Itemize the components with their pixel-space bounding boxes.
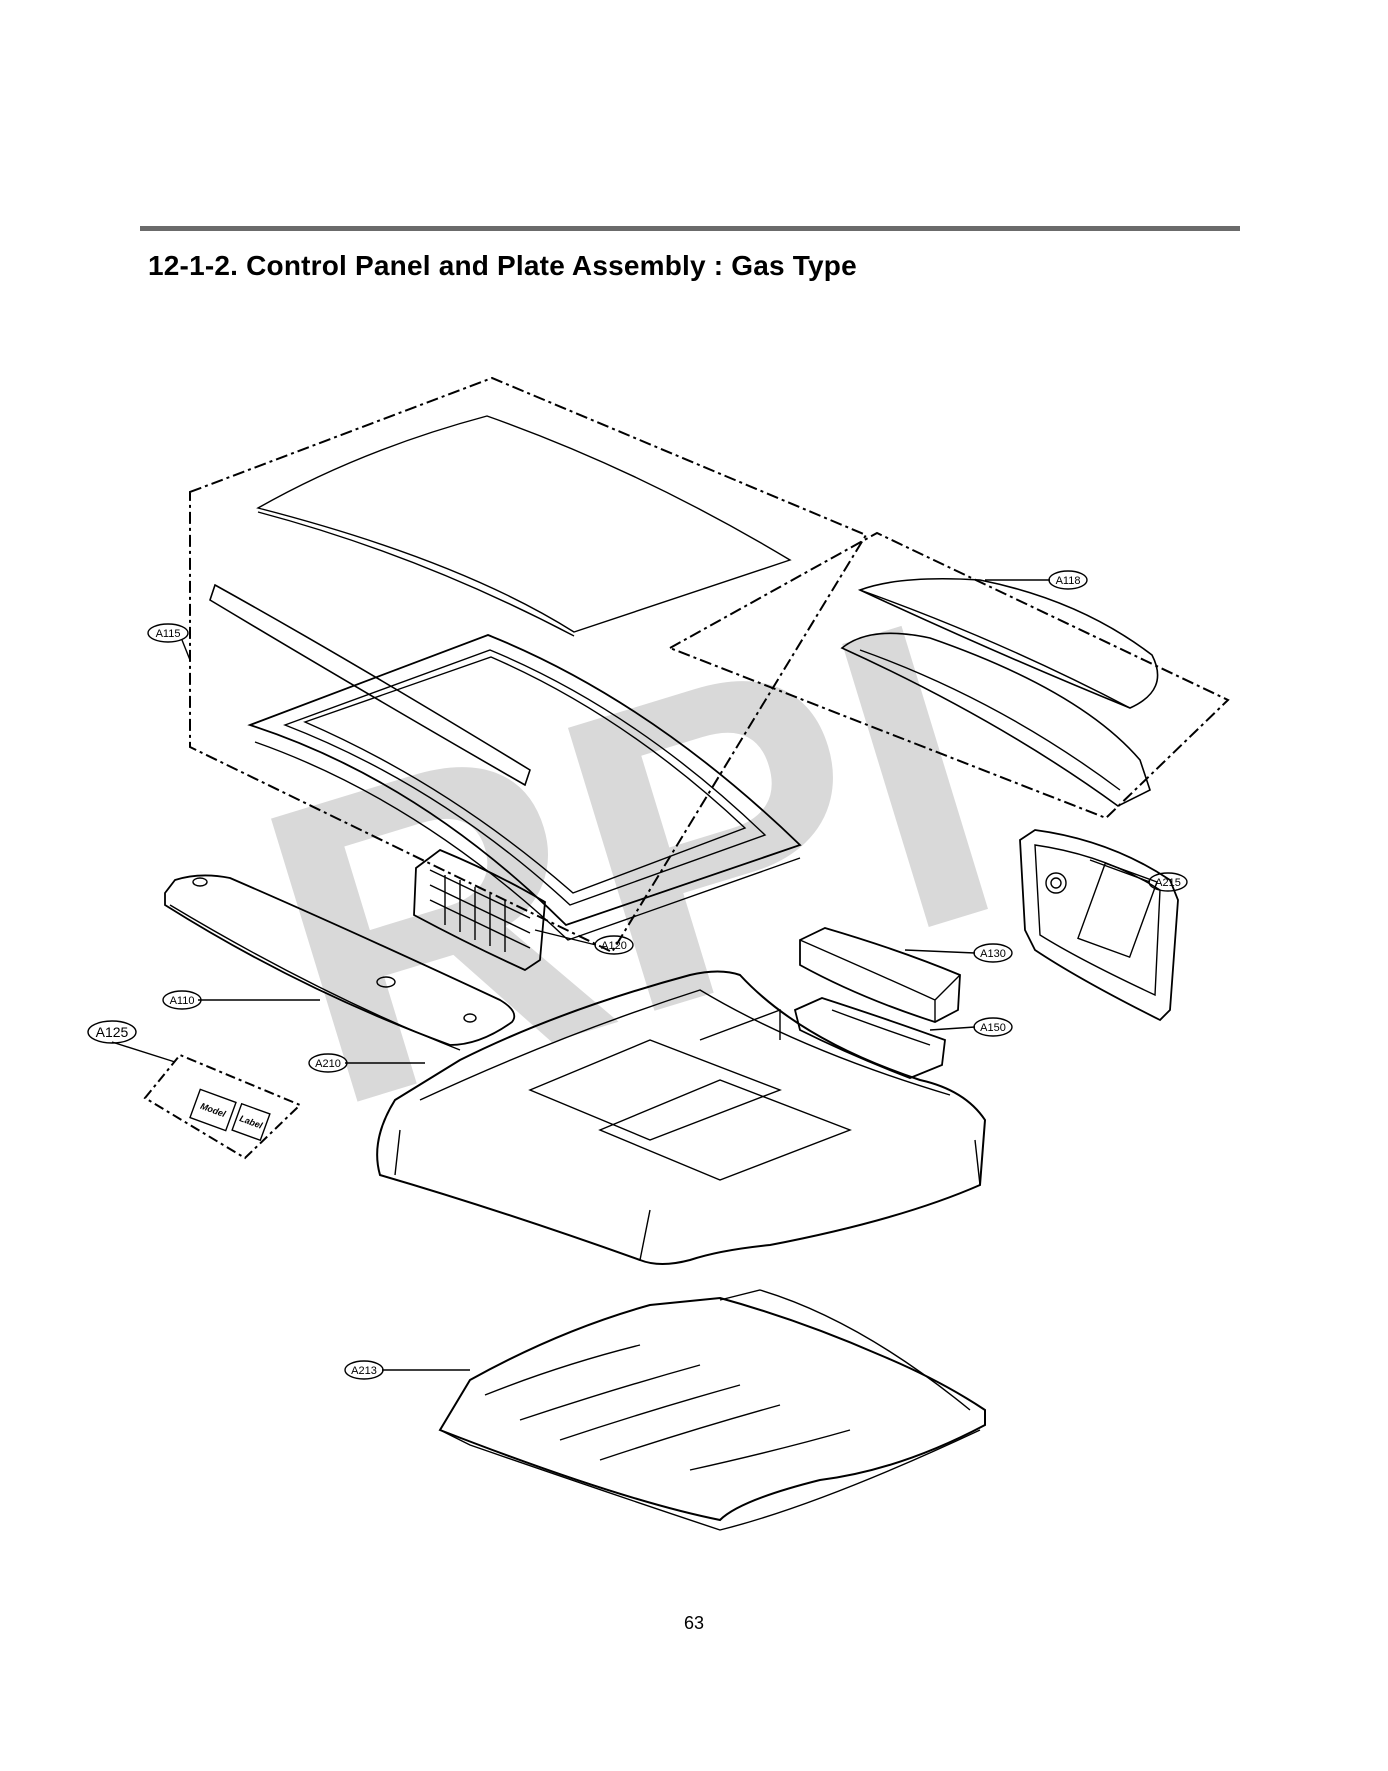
- callout-a213: [344, 1360, 384, 1380]
- callout-a110-text: A110: [170, 995, 195, 1007]
- callout-a210: [308, 1053, 348, 1073]
- callout-a125-text: A125: [96, 1024, 129, 1040]
- group-a125-boundary: [143, 1053, 302, 1160]
- glass-lid-sheet: [256, 415, 792, 633]
- label-sticker: [231, 1102, 271, 1142]
- page-number: 63: [683, 1613, 705, 1633]
- callout-a120-text: A120: [601, 940, 627, 952]
- leader-a130: [904, 949, 976, 954]
- callout-a213-text: A213: [351, 1365, 377, 1377]
- control-panel-cover-edge: [859, 589, 1131, 709]
- watermark: RPI: [217, 529, 1043, 1198]
- control-panel-frame-inner: [859, 649, 1121, 791]
- control-panel-front-edge: [169, 904, 461, 1051]
- control-panel-cover: [857, 577, 1159, 709]
- door-frame-inner: [283, 649, 767, 906]
- callout-a120: [594, 935, 634, 955]
- callout-a115: [147, 623, 189, 643]
- pcb-case: [793, 997, 946, 1079]
- callout-a125: [87, 1020, 137, 1044]
- leader-a115: [181, 639, 191, 661]
- rear-panel-inner: [1034, 844, 1161, 997]
- callout-a110: [162, 990, 202, 1010]
- rear-panel-board: [1077, 862, 1158, 959]
- callout-a130: [973, 943, 1013, 963]
- control-panel-front: [164, 874, 516, 1046]
- leader-a120: [534, 929, 597, 946]
- main-plate: [376, 970, 987, 1265]
- group-a118-boundary: [667, 531, 1230, 820]
- callout-a118: [1048, 570, 1088, 590]
- callout-a210-text: A210: [315, 1058, 341, 1070]
- callout-a130-text: A130: [980, 948, 1006, 960]
- label-sticker-text: Label: [238, 1113, 264, 1131]
- leader-a215: [1089, 859, 1151, 883]
- control-panel-frame: [840, 632, 1151, 807]
- callout-a150-text: A150: [980, 1022, 1006, 1034]
- callout-a215: [1148, 872, 1188, 892]
- header-rule: [140, 226, 1240, 231]
- bottom-plate: [438, 1296, 986, 1522]
- door-frame-skirt: [254, 741, 801, 941]
- model-sticker: [189, 1088, 237, 1132]
- glass-lid-sheet-edge: [257, 511, 575, 637]
- callout-a115-text: A115: [156, 628, 181, 640]
- main-plate-inner: [419, 989, 951, 1101]
- rear-panel-knob: [1045, 872, 1067, 894]
- callout-a118-text: A118: [1056, 575, 1081, 587]
- door-frame-outer: [247, 634, 802, 927]
- leader-a150: [929, 1026, 976, 1031]
- callout-a150: [973, 1017, 1013, 1037]
- group-a115-boundary: [189, 376, 868, 954]
- model-sticker-text: Model: [199, 1101, 227, 1119]
- lid-handle-bar: [209, 583, 531, 787]
- sub-pcb: [799, 927, 961, 1023]
- leader-a125: [111, 1041, 176, 1063]
- rear-panel: [1019, 829, 1179, 1022]
- watermark-text: RPI: [217, 529, 1043, 1198]
- callout-a215-text: A215: [1155, 877, 1181, 889]
- door-frame-window: [303, 656, 747, 894]
- main-pcb: [413, 848, 546, 972]
- section-title: 12-1-2. Control Panel and Plate Assembly…: [148, 250, 857, 281]
